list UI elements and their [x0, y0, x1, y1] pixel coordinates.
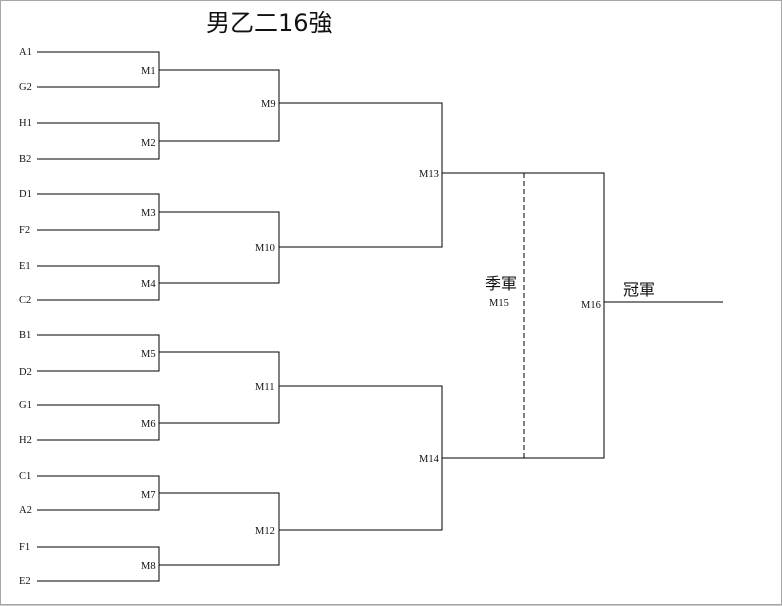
- final-match-label: M16: [581, 300, 601, 311]
- match-label: M11: [255, 382, 274, 393]
- team-label: E1: [19, 261, 31, 272]
- match-label: M13: [419, 169, 439, 180]
- match-label: M9: [261, 99, 276, 110]
- team-label: D1: [19, 189, 32, 200]
- team-label: F1: [19, 542, 30, 553]
- connector-m13: [279, 102, 443, 248]
- team-label: G1: [19, 400, 32, 411]
- team-label: D2: [19, 367, 32, 378]
- team-label: H1: [19, 118, 32, 129]
- team-label: A1: [19, 47, 32, 58]
- team-label: B2: [19, 154, 31, 165]
- match-label: M3: [141, 208, 156, 219]
- bracket-title: 男乙二16強: [206, 9, 333, 37]
- match-labels: M1 M2 M3 M4 M5 M6 M7 M8 M9 M10 M11 M12 M…: [141, 66, 601, 572]
- connector-m11: [159, 351, 280, 424]
- connector-m12: [159, 492, 280, 566]
- match-label: M4: [141, 279, 156, 290]
- team-label: F2: [19, 225, 30, 236]
- round1-connectors: [37, 51, 160, 582]
- team-label: B1: [19, 330, 31, 341]
- match-label: M2: [141, 138, 156, 149]
- connector-m8: [37, 546, 160, 582]
- team-label: H2: [19, 435, 32, 446]
- connector-m5: [37, 334, 160, 372]
- match-label: M6: [141, 419, 156, 430]
- match-label: M12: [255, 526, 275, 537]
- team-label: G2: [19, 82, 32, 93]
- match-label: M14: [419, 454, 440, 465]
- semi-connectors: [279, 102, 443, 531]
- team-label: E2: [19, 576, 31, 587]
- connector-m16: [442, 172, 605, 459]
- third-place-match-label: M15: [489, 298, 509, 309]
- match-label: M7: [141, 490, 156, 501]
- match-label: M1: [141, 66, 156, 77]
- team-label: C2: [19, 295, 31, 306]
- match-label: M10: [255, 243, 275, 254]
- third-place-label: 季軍: [485, 274, 517, 293]
- match-label: M5: [141, 349, 156, 360]
- team-label: C1: [19, 471, 31, 482]
- match-label: M8: [141, 561, 156, 572]
- round2-connectors: [159, 69, 280, 566]
- team-labels: A1 G2 H1 B2 D1 F2 E1 C2 B1 D2 G1 H2 C1 A…: [19, 47, 32, 587]
- team-label: A2: [19, 505, 32, 516]
- connector-m14: [279, 385, 443, 531]
- connector-m9: [159, 69, 280, 142]
- champion-label: 冠軍: [623, 280, 655, 299]
